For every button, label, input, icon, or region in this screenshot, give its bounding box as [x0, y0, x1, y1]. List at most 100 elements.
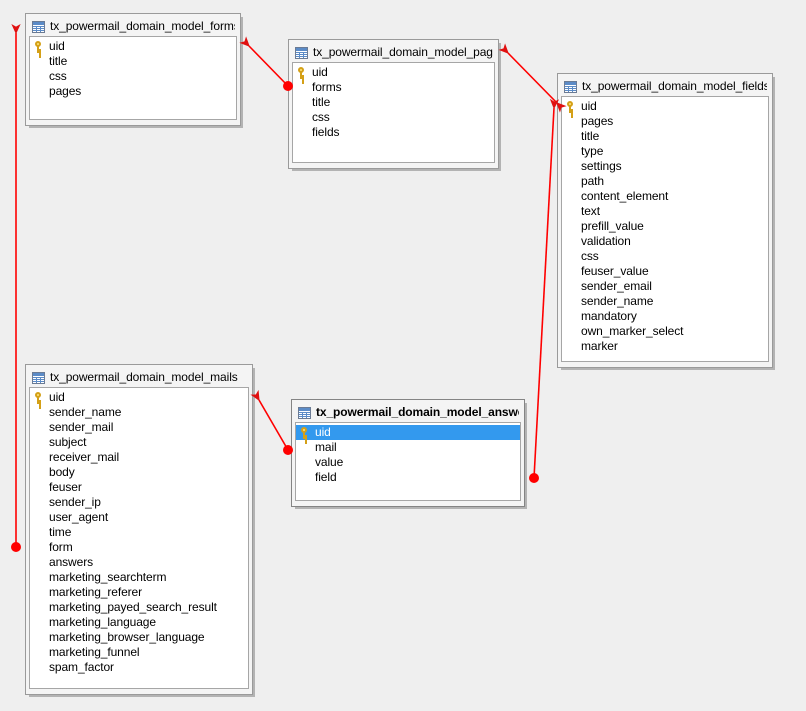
attribute-label: sender_ip — [49, 495, 101, 509]
entity-title-answer[interactable]: tx_powermail_domain_model_answer — [295, 403, 521, 422]
entity-title-label: tx_powermail_domain_model_forms — [50, 19, 235, 33]
attribute-row[interactable]: prefill_value — [562, 219, 768, 234]
attribute-row[interactable]: answers — [30, 555, 248, 570]
attribute-row[interactable]: subject — [30, 435, 248, 450]
attribute-row[interactable]: marketing_language — [30, 615, 248, 630]
attribute-indent — [33, 451, 44, 464]
attribute-label: value — [315, 455, 344, 469]
attribute-indent — [33, 496, 44, 509]
attribute-row[interactable]: field — [296, 470, 520, 485]
attribute-row[interactable]: validation — [562, 234, 768, 249]
attribute-label: title — [49, 54, 68, 68]
attribute-label: settings — [581, 159, 622, 173]
entity-title-pages[interactable]: tx_powermail_domain_model_pages — [292, 43, 495, 62]
attribute-row[interactable]: css — [562, 249, 768, 264]
attribute-row[interactable]: title — [293, 95, 494, 110]
attribute-row[interactable]: css — [293, 110, 494, 125]
table-icon — [295, 46, 308, 59]
attribute-label: uid — [49, 39, 65, 53]
attribute-row[interactable]: sender_name — [30, 405, 248, 420]
attribute-row[interactable]: type — [562, 144, 768, 159]
attribute-indent — [565, 295, 576, 308]
entity-title-forms[interactable]: tx_powermail_domain_model_forms — [29, 17, 237, 36]
attribute-row[interactable]: uid — [30, 390, 248, 405]
attribute-indent — [33, 556, 44, 569]
attribute-indent — [33, 55, 44, 68]
attribute-row[interactable]: time — [30, 525, 248, 540]
attribute-indent — [33, 526, 44, 539]
attribute-row[interactable]: marketing_payed_search_result — [30, 600, 248, 615]
attribute-row[interactable]: user_agent — [30, 510, 248, 525]
attribute-row[interactable]: marker — [562, 339, 768, 354]
attribute-indent — [33, 436, 44, 449]
attribute-row[interactable]: uid — [562, 99, 768, 114]
attribute-row[interactable]: forms — [293, 80, 494, 95]
attribute-row[interactable]: content_element — [562, 189, 768, 204]
attribute-row[interactable]: form — [30, 540, 248, 555]
attribute-row[interactable]: fields — [293, 125, 494, 140]
connector-answer-to-mails — [250, 389, 293, 455]
attribute-row[interactable]: marketing_referer — [30, 585, 248, 600]
attribute-indent — [33, 421, 44, 434]
attribute-label: spam_factor — [49, 660, 114, 674]
attribute-label: marketing_referer — [49, 585, 143, 599]
attribute-label: prefill_value — [581, 219, 644, 233]
attribute-indent — [33, 70, 44, 83]
attribute-indent — [565, 190, 576, 203]
attribute-row[interactable]: body — [30, 465, 248, 480]
attribute-row[interactable]: uid — [296, 425, 520, 440]
entity-title-mails[interactable]: tx_powermail_domain_model_mails — [29, 368, 249, 387]
attribute-row[interactable]: spam_factor — [30, 660, 248, 675]
attribute-indent — [296, 81, 307, 94]
attribute-row[interactable]: title — [30, 54, 236, 69]
table-icon — [32, 20, 45, 33]
attribute-row[interactable]: uid — [293, 65, 494, 80]
attribute-row[interactable]: pages — [562, 114, 768, 129]
attribute-indent — [33, 511, 44, 524]
attribute-row[interactable]: mandatory — [562, 309, 768, 324]
attribute-row[interactable]: text — [562, 204, 768, 219]
entity-title-label: tx_powermail_domain_model_mails — [50, 370, 238, 384]
attribute-row[interactable]: marketing_browser_language — [30, 630, 248, 645]
attribute-row[interactable]: pages — [30, 84, 236, 99]
attribute-indent — [565, 235, 576, 248]
attribute-indent — [565, 310, 576, 323]
attribute-row[interactable]: mail — [296, 440, 520, 455]
attribute-row[interactable]: uid — [30, 39, 236, 54]
attribute-row[interactable]: path — [562, 174, 768, 189]
attribute-label: uid — [315, 425, 331, 439]
attribute-row[interactable]: sender_ip — [30, 495, 248, 510]
attribute-indent — [33, 85, 44, 98]
attribute-label: path — [581, 174, 604, 188]
attribute-row[interactable]: feuser_value — [562, 264, 768, 279]
attribute-row[interactable]: feuser — [30, 480, 248, 495]
attribute-indent — [33, 541, 44, 554]
attribute-row[interactable]: marketing_searchterm — [30, 570, 248, 585]
attribute-row[interactable]: receiver_mail — [30, 450, 248, 465]
attribute-row[interactable]: sender_mail — [30, 420, 248, 435]
attribute-label: subject — [49, 435, 87, 449]
attribute-indent — [33, 571, 44, 584]
attribute-indent — [33, 586, 44, 599]
attribute-row[interactable]: sender_email — [562, 279, 768, 294]
attribute-row[interactable]: title — [562, 129, 768, 144]
attribute-label: css — [581, 249, 599, 263]
attribute-row[interactable]: sender_name — [562, 294, 768, 309]
attribute-row[interactable]: value — [296, 455, 520, 470]
attribute-label: marketing_browser_language — [49, 630, 205, 644]
attribute-row[interactable]: own_marker_select — [562, 324, 768, 339]
attribute-row[interactable]: settings — [562, 159, 768, 174]
attribute-label: uid — [49, 390, 65, 404]
attribute-row[interactable]: css — [30, 69, 236, 84]
attribute-row[interactable]: marketing_funnel — [30, 645, 248, 660]
attribute-indent — [565, 280, 576, 293]
primary-key-icon — [296, 66, 307, 79]
entity-title-fields[interactable]: tx_powermail_domain_model_fields — [561, 77, 769, 96]
